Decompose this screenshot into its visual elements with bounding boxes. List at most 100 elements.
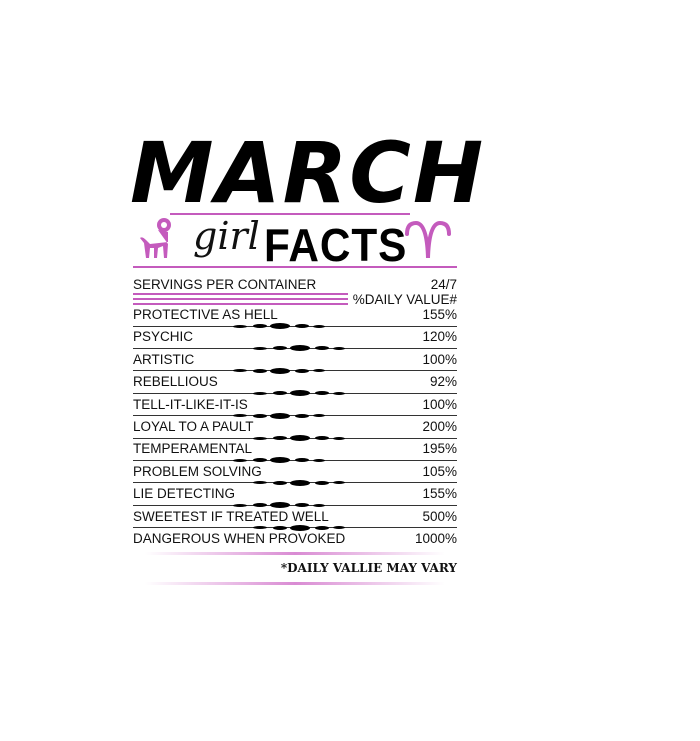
footer-note: *DAILY VALLIE MAY VARY <box>280 561 457 575</box>
row-label: REBELLIOUS <box>133 374 218 390</box>
ornament <box>273 346 287 351</box>
nutrition-row: TELL-IT-LIKE-IT-IS 100% <box>133 396 457 414</box>
row-label: DANGEROUS WHEN PROVOKED <box>133 531 346 546</box>
divider-pink <box>170 213 410 215</box>
ornament <box>253 481 267 485</box>
ornament <box>270 457 290 464</box>
ornament <box>253 526 267 530</box>
ornament <box>295 368 309 373</box>
ornamental-divider <box>133 390 457 397</box>
row-label: PROBLEM SOLVING <box>133 463 262 479</box>
ornament <box>313 503 325 507</box>
ornamental-divider <box>133 345 457 352</box>
ornament <box>270 367 290 374</box>
ornament <box>333 391 345 395</box>
ornament <box>295 324 309 328</box>
ornament <box>290 479 310 486</box>
ornament <box>290 345 310 352</box>
ornament <box>290 390 310 397</box>
ornament <box>313 369 325 373</box>
servings-label: SERVINGS PER CONTAINER <box>133 277 317 292</box>
ornament <box>315 346 329 351</box>
row-label: LOYAL TO A PAULT <box>133 419 254 434</box>
row-value: 200% <box>422 419 457 434</box>
ornament <box>295 458 309 463</box>
ornament <box>313 458 325 462</box>
ornament <box>295 413 309 418</box>
row-label: PSYCHIC <box>133 329 194 345</box>
servings-value: 24/7 <box>430 277 457 292</box>
divider-pink <box>145 552 445 555</box>
ornament <box>333 436 345 440</box>
row-value: 1000% <box>414 531 457 546</box>
row-label: SWEETEST IF TREATED WELL <box>133 508 329 524</box>
ornament <box>313 324 325 328</box>
daily-value-header: %DAILY VALUE# <box>352 292 457 307</box>
ornament <box>253 346 267 350</box>
nutrition-row: LIE DETECTING 155% <box>133 485 457 503</box>
ornament <box>253 503 267 508</box>
ornament <box>253 436 267 440</box>
row-value: 155% <box>422 486 457 502</box>
ornamental-divider <box>133 435 457 441</box>
row-label: TEMPERAMENTAL <box>133 441 253 457</box>
ornament <box>253 324 267 328</box>
ornament <box>315 436 329 440</box>
ornament <box>253 413 267 418</box>
nutrition-row: ARTISTIC 100% <box>133 351 457 369</box>
divider-pink <box>133 298 348 300</box>
ornament <box>290 524 310 531</box>
divider-pink <box>133 266 457 268</box>
ornamental-divider <box>133 367 457 374</box>
nutrition-row: TEMPERAMENTAL 195% <box>133 440 457 458</box>
ornament <box>270 323 290 329</box>
nutrition-row: REBELLIOUS 92% <box>133 373 457 391</box>
ornament <box>233 414 247 418</box>
servings-row: SERVINGS PER CONTAINER 24/7 <box>133 276 457 294</box>
ornamental-divider <box>133 323 457 329</box>
row-value: 105% <box>422 463 457 479</box>
ornament <box>233 369 247 373</box>
nutrition-row: SWEETEST IF TREATED WELL 500% <box>133 508 457 526</box>
ornament <box>253 391 267 395</box>
divider-pink <box>145 582 445 585</box>
ram-icon <box>140 218 171 258</box>
ornament <box>273 391 287 396</box>
ornament <box>273 436 287 440</box>
ornament <box>333 526 345 530</box>
title-march: MARCH <box>130 124 486 222</box>
row-label: TELL-IT-LIKE-IT-IS <box>133 396 248 412</box>
row-label: LIE DETECTING <box>133 486 236 502</box>
ornament <box>270 502 290 509</box>
ornament <box>233 503 247 507</box>
ornament <box>315 391 329 396</box>
ornament <box>295 503 309 508</box>
ornament <box>270 412 290 419</box>
ornamental-divider <box>133 524 457 531</box>
aries-symbol-icon <box>405 220 451 259</box>
subtitle-facts: FACTS <box>264 219 408 271</box>
row-value: 92% <box>429 374 457 390</box>
ornament <box>333 481 345 485</box>
ornamental-divider <box>133 502 457 509</box>
nutrition-row: PROBLEM SOLVING 105% <box>133 463 457 481</box>
ornamental-divider <box>133 479 457 486</box>
ornament <box>273 480 287 485</box>
ornament <box>253 368 267 373</box>
row-value: 195% <box>422 441 457 457</box>
ornament <box>233 458 247 462</box>
row-value: 155% <box>422 307 457 322</box>
subtitle-girl: girl <box>193 214 260 258</box>
ornamental-divider <box>133 412 457 419</box>
divider-pink <box>133 293 348 295</box>
row-label: ARTISTIC <box>133 351 195 367</box>
ornament <box>253 458 267 463</box>
daily-value-header-row: %DAILY VALUE# <box>133 291 457 309</box>
row-value: 100% <box>422 351 457 367</box>
ornamental-divider <box>133 457 457 464</box>
ornament <box>315 480 329 485</box>
row-value: 500% <box>422 508 457 524</box>
row-value: 100% <box>422 396 457 412</box>
